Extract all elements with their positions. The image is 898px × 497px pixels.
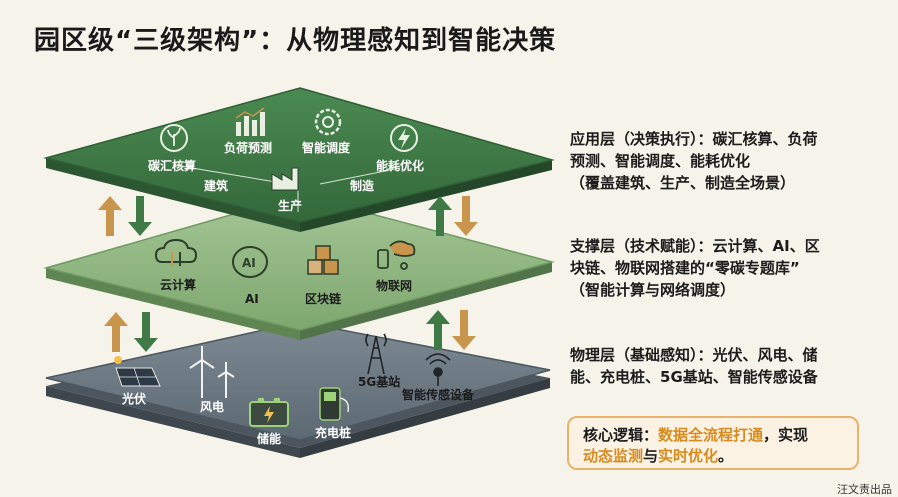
arrow-down-right-top	[454, 196, 478, 236]
factory-icon	[271, 167, 299, 191]
label-energy-storage: 储能	[257, 431, 281, 446]
arrow-up-right-top	[428, 196, 452, 236]
arrow-down-right-bottom	[452, 310, 476, 350]
footer-credit: 汪文责出品	[837, 483, 892, 496]
tower-icon	[365, 333, 387, 375]
solar-panel-icon	[114, 356, 161, 387]
application-layer	[43, 87, 555, 232]
callout-text: 与	[643, 447, 659, 465]
support-layer-description: 支撑层（技术赋能）：云计算、AI、区 块链、物联网搭建的“零碳专题库” （智能计…	[570, 237, 820, 299]
label-ai: AI	[245, 292, 259, 306]
arrow-up-right-bottom	[426, 310, 450, 350]
divider-line	[179, 165, 277, 183]
label-blockchain: 区块链	[305, 291, 342, 306]
label-wind-power: 风电	[200, 399, 224, 414]
iot-devices-icon	[377, 240, 416, 270]
svg-text:AI: AI	[242, 256, 256, 270]
arrow-down-left-bottom	[134, 312, 158, 352]
callout-highlight-monitoring: 动态监测	[583, 447, 644, 465]
divider-line	[319, 167, 401, 185]
lightning-icon	[390, 124, 418, 152]
label-smart-dispatch: 智能调度	[301, 140, 351, 155]
label-carbon-sink: 碳汇核算	[148, 158, 196, 173]
label-photovoltaic: 光伏	[121, 391, 146, 406]
callout-text: ，实现	[763, 426, 809, 444]
callout-highlight-optimization: 实时优化	[658, 447, 719, 465]
label-energy-optimization: 能耗优化	[376, 158, 424, 173]
label-smart-sensor: 智能传感设备	[401, 387, 475, 402]
application-layer-description: 应用层（决策执行）：碳汇核算、负荷 预测、智能调度、能耗优化 （覆盖建筑、生产、…	[570, 130, 818, 192]
label-building: 建筑	[203, 178, 228, 193]
cubes-icon	[307, 245, 339, 275]
arrow-down-left-top	[128, 196, 152, 236]
label-cloud-computing: 云计算	[160, 277, 196, 292]
arrow-up-left-bottom	[104, 312, 128, 352]
arrow-up-left-top	[98, 196, 122, 236]
label-5g-station: 5G基站	[358, 374, 400, 389]
charging-pile-icon	[319, 387, 350, 421]
label-iot: 物联网	[376, 278, 412, 293]
sprout-icon	[160, 124, 188, 152]
sensor-icon	[425, 353, 451, 386]
battery-icon	[249, 398, 289, 427]
callout-text: 。	[718, 447, 734, 465]
physical-layer-description: 物理层（基础感知）：光伏、风电、储 能、充电桩、5G基站、智能传感设备	[570, 346, 818, 386]
label-load-forecast: 负荷预测	[224, 140, 272, 155]
cloud-icon	[154, 238, 198, 266]
gear-icon	[314, 108, 342, 136]
callout-highlight-dataflow: 数据全流程打通	[658, 426, 764, 444]
label-charging-pile: 充电桩	[315, 425, 351, 440]
bar-chart-icon	[235, 107, 265, 136]
physical-layer	[45, 321, 551, 458]
wind-turbine-icon	[189, 346, 235, 398]
ai-brain-icon: AI	[232, 246, 268, 278]
label-manufacturing: 制造	[350, 178, 375, 193]
support-layer	[43, 194, 555, 340]
core-logic-callout: 核心逻辑：数据全流程打通，实现 动态监测与实时优化。	[567, 416, 859, 470]
page-title: 园区级“三级架构”：从物理感知到智能决策	[34, 26, 557, 56]
label-production: 生产	[278, 198, 302, 213]
callout-prefix: 核心逻辑：	[583, 426, 659, 444]
